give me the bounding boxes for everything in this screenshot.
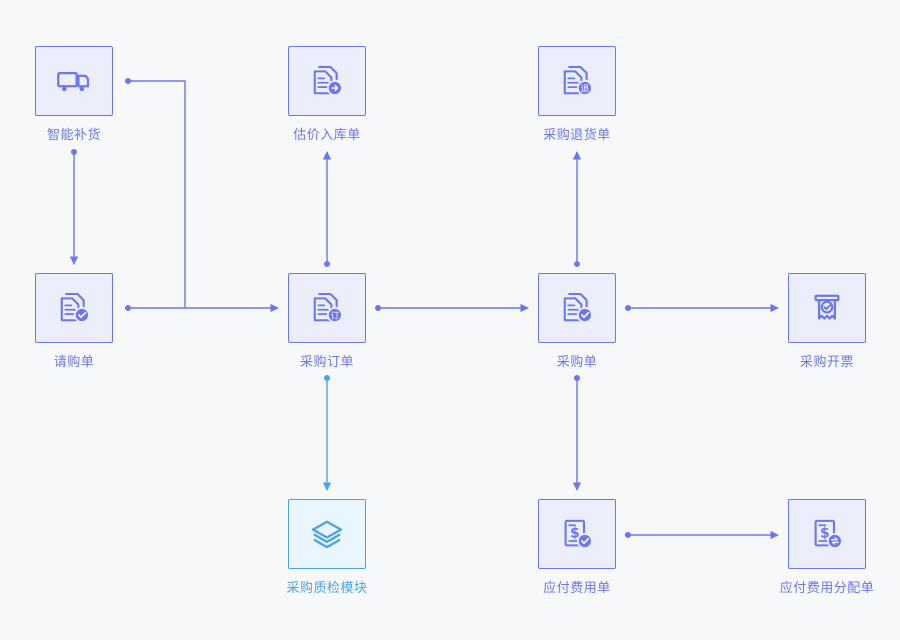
node-label: 应付费用单 bbox=[543, 580, 611, 595]
node-label: 估价入库单 bbox=[293, 127, 361, 142]
node-label: 智能补货 bbox=[46, 127, 101, 142]
svg-text:$: $ bbox=[820, 526, 830, 542]
money-doc-check-icon: $ bbox=[564, 519, 593, 549]
document-check-icon bbox=[563, 292, 593, 323]
node-box[interactable] bbox=[538, 273, 616, 343]
node-purchase-order[interactable]: 订 采购订单 bbox=[287, 273, 367, 370]
node-box[interactable] bbox=[788, 273, 866, 343]
node-payable-expense-allocation[interactable]: $ 应付费用分配单 bbox=[780, 499, 874, 596]
node-label: 应付费用分配单 bbox=[779, 580, 875, 595]
edge-purchase-receipt-to-invoice bbox=[625, 303, 779, 313]
node-requisition-order[interactable]: 请购单 bbox=[34, 273, 114, 370]
document-arrow-icon bbox=[313, 65, 343, 96]
edge-purchase-order-to-purchase-receipt bbox=[375, 303, 529, 313]
node-purchase-return-order[interactable]: 退 采购退货单 bbox=[537, 46, 617, 143]
edge-purchase-receipt-to-return bbox=[572, 151, 582, 267]
node-quality-inspection-module[interactable]: 采购质检模块 bbox=[287, 499, 367, 596]
document-return-icon: 退 bbox=[563, 65, 593, 96]
layers-icon bbox=[311, 520, 343, 549]
document-check-icon bbox=[60, 292, 90, 323]
edge-purchase-order-to-estimated-inbound bbox=[322, 151, 332, 267]
node-box[interactable]: 订 bbox=[288, 273, 366, 343]
edge-payable-to-allocation bbox=[625, 530, 779, 540]
document-order-icon: 订 bbox=[313, 292, 343, 323]
money-doc-swap-icon: $ bbox=[814, 519, 843, 549]
node-label: 采购单 bbox=[556, 354, 598, 369]
edge-purchase-receipt-to-payable bbox=[572, 375, 582, 491]
edge-requisition-to-purchase-order bbox=[125, 303, 279, 313]
node-label: 采购质检模块 bbox=[286, 580, 368, 595]
node-label: 采购退货单 bbox=[543, 127, 611, 142]
node-estimated-inbound-order[interactable]: 估价入库单 bbox=[287, 46, 367, 143]
node-box[interactable]: 退 bbox=[538, 46, 616, 116]
node-label: 采购订单 bbox=[299, 354, 354, 369]
svg-text:$: $ bbox=[570, 526, 580, 542]
edge-smart-replenish-to-purchase-order bbox=[125, 78, 186, 308]
node-payable-expense-order[interactable]: $ 应付费用单 bbox=[537, 499, 617, 596]
node-purchase-invoice[interactable]: 采购开票 bbox=[787, 273, 867, 370]
svg-text:退: 退 bbox=[581, 84, 590, 95]
node-box[interactable] bbox=[288, 499, 366, 569]
svg-text:订: 订 bbox=[331, 311, 340, 322]
node-smart-replenish[interactable]: 智能补货 bbox=[34, 46, 114, 143]
node-box[interactable]: $ bbox=[788, 499, 866, 569]
truck-icon bbox=[57, 71, 90, 92]
invoice-check-icon bbox=[814, 294, 840, 320]
node-label: 请购单 bbox=[53, 354, 95, 369]
node-box[interactable] bbox=[35, 273, 113, 343]
edge-purchase-order-to-quality-module bbox=[322, 375, 332, 491]
node-box[interactable] bbox=[288, 46, 366, 116]
node-box[interactable]: $ bbox=[538, 499, 616, 569]
node-label: 采购开票 bbox=[799, 354, 854, 369]
node-box[interactable] bbox=[35, 46, 113, 116]
node-purchase-receipt[interactable]: 采购单 bbox=[537, 273, 617, 370]
edge-smart-replenish-to-requisition bbox=[69, 149, 79, 265]
